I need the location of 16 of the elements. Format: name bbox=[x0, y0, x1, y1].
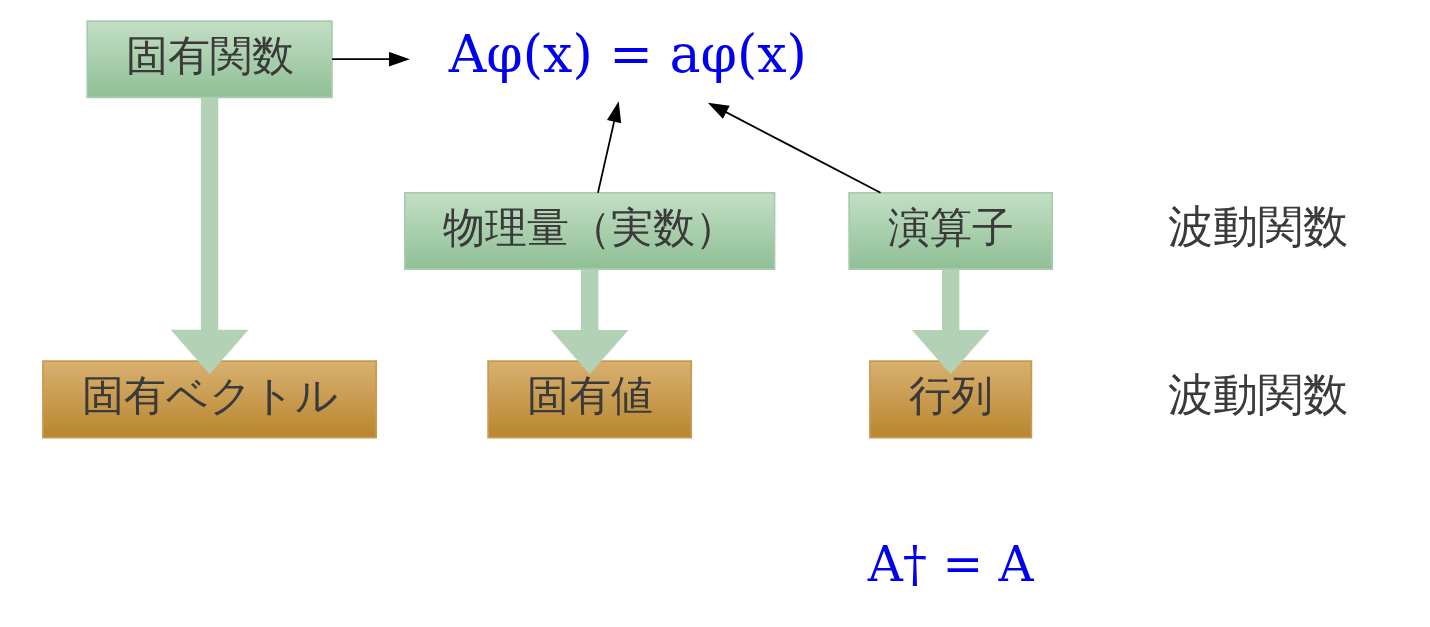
label: 波動関数 bbox=[1167, 368, 1348, 422]
arrow bbox=[330, 51, 410, 67]
node-box: 行列 bbox=[868, 360, 1032, 439]
arrow bbox=[596, 101, 621, 194]
label: 波動関数 bbox=[1167, 199, 1348, 253]
node-label: A† = A bbox=[867, 536, 1034, 593]
arrow bbox=[170, 97, 248, 375]
arrow bbox=[911, 269, 990, 375]
node-box: 固有関数 bbox=[85, 20, 333, 99]
node-box: 固有値 bbox=[486, 360, 692, 439]
arrow bbox=[550, 269, 629, 375]
node-box: 物理量（実数） bbox=[403, 192, 775, 271]
node-text: Aφ(x) = aφ(x) bbox=[448, 24, 807, 85]
node-box: 演算子 bbox=[847, 192, 1053, 271]
node-box: 固有ベクトル bbox=[41, 360, 377, 439]
arrow bbox=[707, 102, 881, 194]
